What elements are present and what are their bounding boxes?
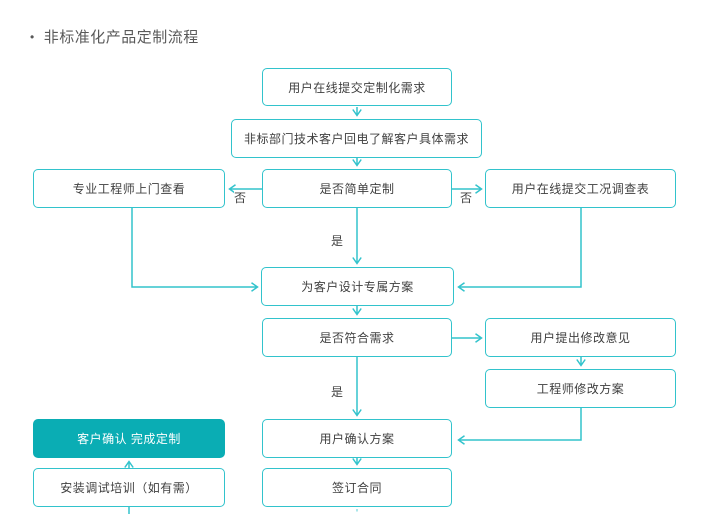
node-label: 非标部门技术客户回电了解客户具体需求 bbox=[243, 132, 469, 146]
node-submit-demand: 用户在线提交定制化需求 bbox=[262, 68, 452, 106]
edge-label-yes-design: 是 bbox=[331, 234, 344, 248]
node-label: 用户提出修改意见 bbox=[530, 331, 631, 345]
node-engineer-revise: 工程师修改方案 bbox=[485, 369, 676, 408]
edge-visit-to-design bbox=[131, 208, 259, 292]
node-label: 是否简单定制 bbox=[319, 182, 395, 196]
edge-label-no-left: 否 bbox=[234, 191, 247, 205]
page-title-text: 非标准化产品定制流程 bbox=[43, 29, 199, 46]
node-label: 用户在线提交定制化需求 bbox=[288, 80, 426, 95]
node-engineer-visit: 专业工程师上门查看 bbox=[33, 169, 225, 208]
node-label: 签订合同 bbox=[331, 481, 382, 495]
page-title: • 非标准化产品定制流程 bbox=[30, 26, 199, 47]
node-callback: 非标部门技术客户回电了解客户具体需求 bbox=[231, 119, 482, 158]
node-label: 用户确认方案 bbox=[319, 432, 395, 446]
edge-label-no-right: 否 bbox=[460, 191, 473, 205]
node-label: 工程师修改方案 bbox=[536, 382, 625, 396]
node-sign-contract: 签订合同 bbox=[262, 468, 452, 507]
node-install-training: 安装调试培训（如有需） bbox=[33, 468, 225, 507]
node-label: 是否符合需求 bbox=[319, 331, 395, 345]
node-survey-form: 用户在线提交工况调查表 bbox=[485, 169, 676, 208]
node-label: 客户确认 完成定制 bbox=[77, 432, 181, 446]
bullet-icon: • bbox=[30, 29, 35, 44]
node-label: 用户在线提交工况调查表 bbox=[511, 182, 650, 196]
node-customization-done: 客户确认 完成定制 bbox=[33, 419, 225, 458]
edge-survey-to-design bbox=[457, 208, 582, 292]
edge-revise-to-confirm bbox=[457, 408, 582, 445]
edge-label-yes-confirm: 是 bbox=[331, 385, 344, 399]
node-label: 专业工程师上门查看 bbox=[72, 182, 186, 196]
node-revision-opinion: 用户提出修改意见 bbox=[485, 318, 676, 357]
node-simple-custom-decision: 是否简单定制 bbox=[262, 169, 452, 208]
node-confirm-plan: 用户确认方案 bbox=[262, 419, 452, 458]
node-label: 为客户设计专属方案 bbox=[301, 280, 414, 294]
node-meet-demand-decision: 是否符合需求 bbox=[262, 318, 452, 357]
node-label: 安装调试培训（如有需） bbox=[60, 481, 198, 495]
node-design-plan: 为客户设计专属方案 bbox=[261, 267, 454, 306]
